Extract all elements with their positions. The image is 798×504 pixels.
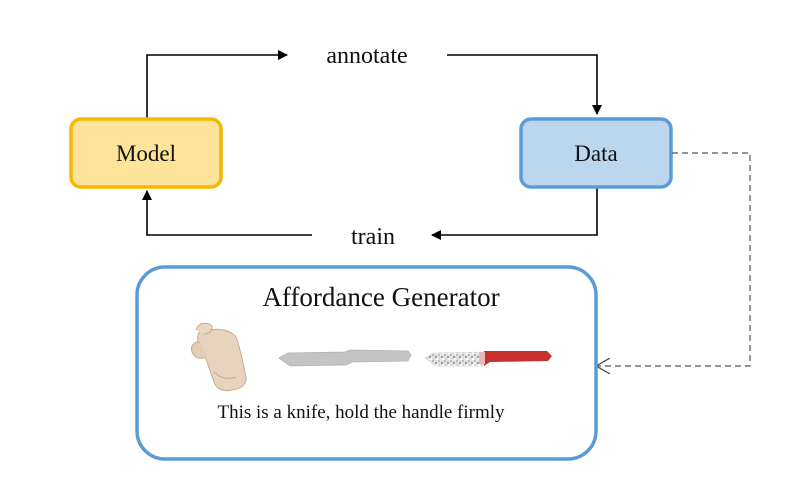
hand-icon <box>191 322 247 392</box>
knife-icon <box>278 349 412 367</box>
annotate-edge: annotate <box>146 43 602 118</box>
train-edge: train <box>142 188 598 250</box>
annotate-label: annotate <box>326 43 407 69</box>
generator-title: Affordance Generator <box>262 282 499 312</box>
data-box <box>519 117 673 189</box>
highlighted-knife-icon <box>424 351 552 367</box>
generator-box <box>135 265 598 461</box>
train-label: train <box>351 224 395 250</box>
model-node: Model <box>69 117 223 189</box>
affordance-generator: Affordance Generator This is a knife, ho… <box>135 265 598 461</box>
data-to-generator-dashed-edge <box>596 152 751 366</box>
data-node: Data <box>519 117 673 189</box>
generator-caption: This is a knife, hold the handle firmly <box>217 402 505 423</box>
data-label: Data <box>574 141 617 166</box>
model-label: Model <box>116 141 176 166</box>
model-box <box>69 117 223 189</box>
